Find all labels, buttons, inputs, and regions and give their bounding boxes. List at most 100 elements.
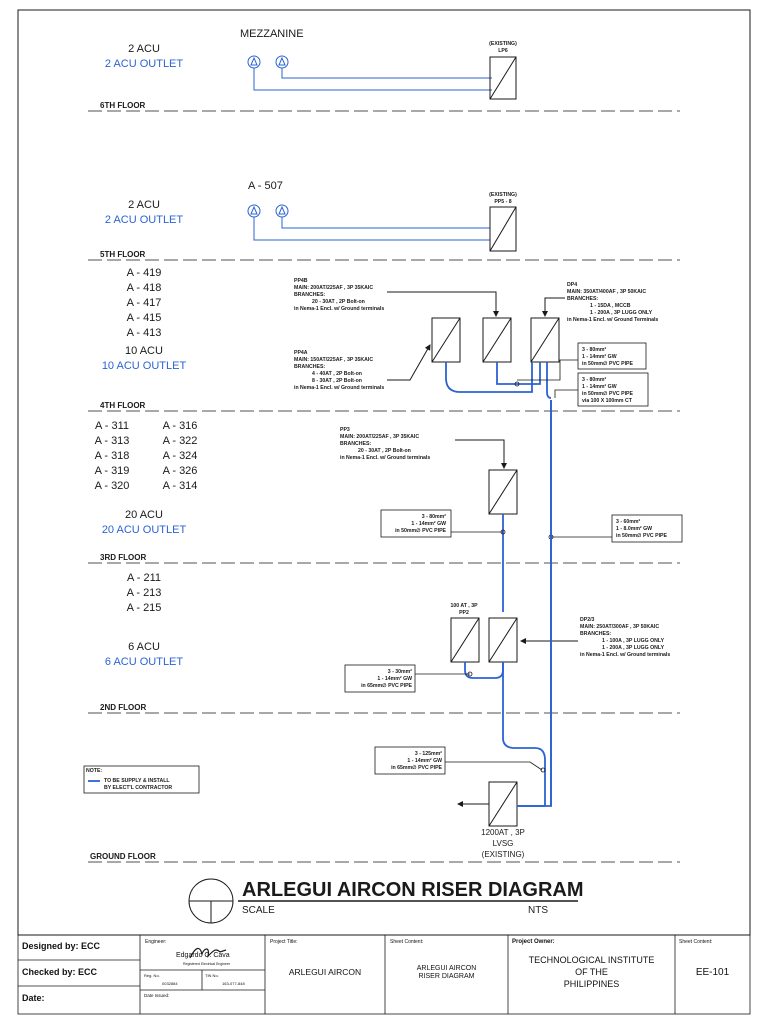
- note-line: BY ELECT'L CONTRACTOR: [104, 785, 172, 791]
- title-symbol: [188, 878, 578, 924]
- second-wires: [464, 662, 546, 806]
- cable-line: 3 - 60mm²: [616, 519, 640, 525]
- spec-line: 1 - 100A , 3P LUGG ONLY: [602, 638, 665, 644]
- room-label: A - 320: [95, 480, 130, 492]
- cable-box-3l: 3 - 80mm² 1 - 14mm² GW in 50mm∅ PVC PIPE: [380, 509, 452, 538]
- cable-line: 1 - 14mm² GW: [411, 521, 446, 527]
- spec-line: DP2/3: [580, 617, 595, 623]
- fifth-outlet: 2 ACU OUTLET: [105, 214, 184, 226]
- cable-box-4a: 3 - 80mm² 1 - 14mm² GW in 50mm∅ PVC PIPE: [577, 342, 647, 370]
- pp5-panel: [489, 206, 517, 252]
- pp5-status: (EXISTING): [489, 192, 517, 198]
- spec-line: DP4: [567, 282, 577, 288]
- dp23-spec: DP2/3 MAIN: 250AT/300AF , 3P 50KAIC BRAN…: [580, 617, 670, 658]
- third-rooms-left: A - 311 A - 313 A - 318 A - 319 A - 320: [95, 420, 130, 492]
- fourth-rooms: A - 419 A - 418 A - 417 A - 415 A - 413: [127, 267, 162, 339]
- cable-line: in 65mm∅ PVC PIPE: [361, 683, 412, 689]
- cable-line: 1 - 14mm² GW: [582, 384, 617, 390]
- fifth-acu: 2 ACU: [128, 199, 160, 211]
- lp6-name: LP6: [498, 48, 508, 54]
- date-issued: Date Issued:: [144, 993, 170, 998]
- dp4-spec: DP4 MAIN: 350AT/400AF , 3P 50KAIC BRANCH…: [567, 282, 658, 323]
- owner-line: TECHNOLOGICAL INSTITUTE: [528, 955, 655, 965]
- cable-line: 1 - 14mm² GW: [377, 676, 412, 682]
- spec-line: 20 - 30AT , 2P Bolt-on: [358, 448, 411, 454]
- room-a507: A - 507: [248, 180, 283, 192]
- room-label: A - 316: [163, 420, 198, 432]
- room-label: A - 419: [127, 267, 162, 279]
- spec-line: BRANCHES:: [580, 631, 611, 637]
- lvsg-name: LVSG: [493, 839, 514, 848]
- mezzanine-acu: 2 ACU: [128, 43, 160, 55]
- second-cable-leaders: [415, 671, 546, 773]
- checked-by: Checked by: ECC: [22, 967, 98, 977]
- cable-line: 3 - 80mm²: [422, 514, 446, 520]
- room-label: A - 417: [127, 297, 162, 309]
- sheet-content-line: RISER DIAGRAM: [418, 973, 475, 980]
- spec-line: in Nema-1 Encl. w/ Ground terminals: [580, 652, 670, 658]
- lp6-status: (EXISTING): [489, 41, 517, 47]
- note-line: TO BE SUPPLY & INSTALL: [104, 778, 170, 784]
- second-outlet: 6 ACU OUTLET: [105, 656, 184, 668]
- spec-line: 20 - 30AT , 2P Bolt-on: [312, 299, 365, 305]
- room-label: A - 324: [163, 450, 198, 462]
- cable-box-3r: 3 - 60mm² 1 - 8.0mm² GW in 50mm∅ PVC PIP…: [611, 514, 683, 543]
- room-label: A - 213: [127, 587, 162, 599]
- floor-label-4th: 4TH FLOOR: [100, 401, 146, 410]
- ground-wires: [517, 400, 552, 807]
- room-label: A - 418: [127, 282, 162, 294]
- cable-box-g: 3 - 125mm² 1 - 14mm² GW in 65mm∅ PVC PIP…: [374, 746, 446, 775]
- room-label: A - 319: [95, 465, 130, 477]
- pp4a-spec: PP4A MAIN: 150AT/225AF , 3P 35KAIC BRANC…: [294, 350, 384, 391]
- floor-label-6th: 6TH FLOOR: [100, 101, 146, 110]
- engineer-name: Edgardo C. Cava: [176, 952, 230, 959]
- room-label: A - 326: [163, 465, 198, 477]
- room-label: A - 313: [95, 435, 130, 447]
- outlet-symbols-mezz: [247, 55, 492, 91]
- room-label: A - 211: [127, 572, 161, 584]
- note-box: NOTE: TO BE SUPPLY & INSTALL BY ELECT'L …: [83, 765, 200, 794]
- spec-line: MAIN: 200AT/225AF , 3P 35KAIC: [340, 434, 419, 440]
- room-label: A - 311: [95, 420, 129, 432]
- third-cable-leaders: [451, 529, 612, 540]
- owner: TECHNOLOGICAL INSTITUTE OF THE PHILIPPIN…: [508, 954, 675, 990]
- spec-line: PP4A: [294, 350, 308, 356]
- diagram-title: ARLEGUI AIRCON RISER DIAGRAM: [242, 879, 583, 901]
- fourth-floor-panels: [387, 291, 565, 381]
- spec-line: PP3: [340, 427, 350, 433]
- cable-line: 3 - 80mm²: [582, 347, 606, 353]
- cable-line: 1 - 8.0mm² GW: [616, 526, 652, 532]
- owner-line: PHILIPPINES: [563, 979, 620, 989]
- second-acu: 6 ACU: [128, 641, 160, 653]
- spec-line: MAIN: 150AT/225AF , 3P 35KAIC: [294, 357, 373, 363]
- tin-label: TIN No.: [205, 973, 219, 978]
- cable-line: 3 - 80mm²: [582, 377, 606, 383]
- project-title: ARLEGUI AIRCON: [288, 967, 362, 977]
- lvsg-status: (EXISTING): [482, 850, 525, 859]
- second-floor-panels: [450, 617, 578, 663]
- third-wires: [502, 400, 552, 806]
- floor-label-ground: GROUND FLOOR: [90, 852, 156, 861]
- cable-box-2: 3 - 30mm² 1 - 14mm² GW in 65mm∅ PVC PIPE: [344, 664, 416, 693]
- third-outlet: 20 ACU OUTLET: [102, 524, 187, 536]
- spec-line: in Nema-1 Encl. w/ Ground Terminals: [567, 317, 658, 323]
- spec-line: 1 - 200A , 3P LUGG ONLY: [602, 645, 665, 651]
- sheet-content: ARLEGUI AIRCON RISER DIAGRAM: [385, 965, 508, 981]
- pp2-name: PP2: [459, 610, 469, 616]
- pp4b-spec: PP4B MAIN: 200AT/225AF , 3P 35KAIC BRANC…: [294, 278, 384, 312]
- title-block-grid: [17, 934, 751, 1015]
- room-label: A - 413: [127, 327, 162, 339]
- cable-line: 3 - 30mm²: [388, 669, 412, 675]
- spec-line: 1 - 15DA , MCCB: [590, 303, 631, 309]
- date-label: Date:: [22, 993, 45, 1003]
- engineer-title: Registered Electrical Engineer: [183, 962, 231, 966]
- spec-line: MAIN: 200AT/225AF , 3P 35KAIC: [294, 285, 373, 291]
- room-label: A - 322: [163, 435, 198, 447]
- cable-box-4b: 3 - 80mm² 1 - 14mm² GW in 50mm∅ PVC PIPE…: [577, 372, 649, 407]
- cable-line: in 50mm∅ PVC PIPE: [582, 361, 633, 367]
- sheet-no-label: Sheet Content:: [679, 939, 713, 945]
- owner-label: Project Owner:: [512, 939, 555, 945]
- sheet-content-line: ARLEGUI AIRCON: [416, 965, 477, 972]
- owner-line: OF THE: [575, 967, 608, 977]
- spec-line: 1 - 200A , 3P LUGG ONLY: [590, 310, 653, 316]
